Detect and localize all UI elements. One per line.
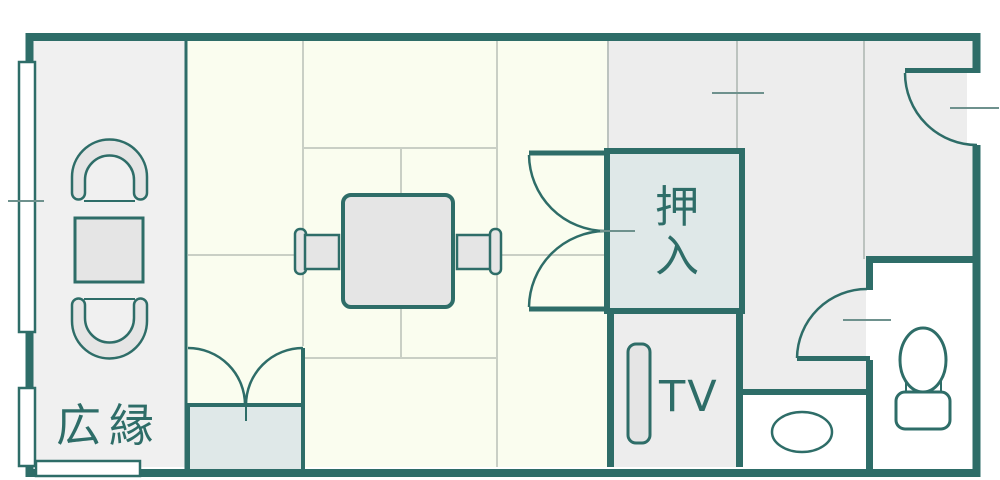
low-table <box>341 193 455 309</box>
tv-unit <box>626 342 652 445</box>
toilet-bowl <box>898 326 948 394</box>
opening-tick-marks <box>8 92 999 321</box>
armchair-top <box>70 138 149 201</box>
toilet-door-swing-arc <box>795 287 868 359</box>
veranda-label: 広縁 <box>56 399 163 452</box>
toilet-tank <box>894 390 952 431</box>
alcove-door-swing-arcs <box>187 346 304 406</box>
tv-label: TV <box>659 372 719 422</box>
veranda-table <box>73 216 145 284</box>
floor-seat-left <box>303 233 341 271</box>
washbasin-sink <box>770 410 834 454</box>
toilet-room-walls <box>866 256 976 471</box>
tv-alcove-walls <box>607 311 743 467</box>
armchair-bottom <box>70 297 149 360</box>
window-bottom <box>34 459 142 478</box>
floor-seat-right <box>455 233 493 271</box>
floor-seat-right-backrest <box>488 227 503 276</box>
entry-door-swing-arc <box>903 72 978 147</box>
window-left-upper <box>17 60 37 334</box>
closet-door-panels <box>529 150 606 312</box>
window-left-lower <box>17 386 37 468</box>
closet-door-swing-arcs <box>527 154 606 308</box>
closet-label: 押入 <box>655 182 699 282</box>
corridor-partition-lines <box>607 41 865 259</box>
